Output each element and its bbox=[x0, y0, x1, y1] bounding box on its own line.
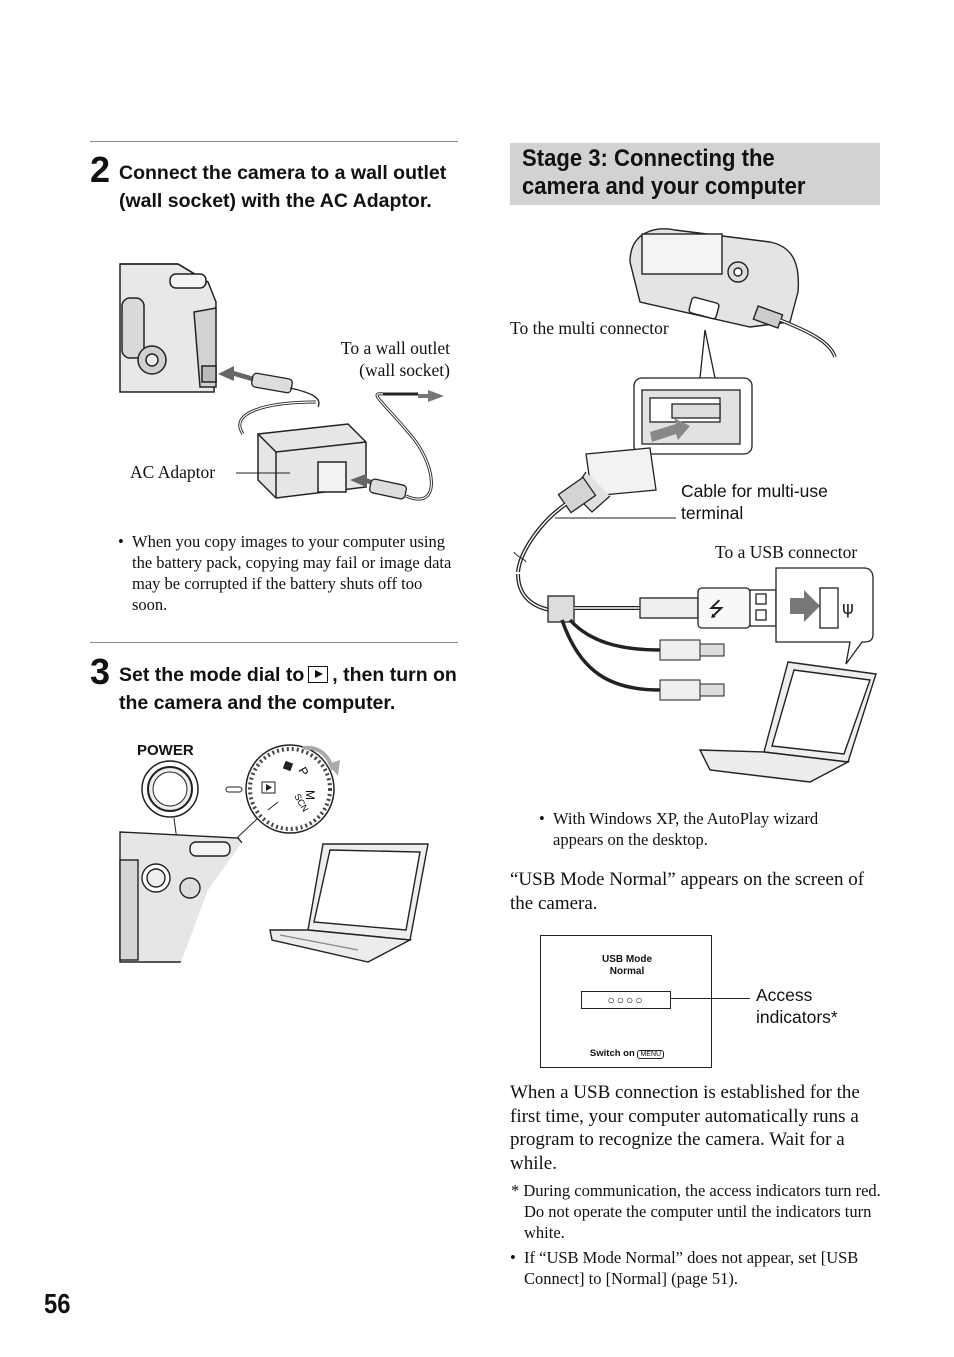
step3-instruction: Set the mode dial to, then turn on the c… bbox=[119, 664, 457, 714]
playback-icon bbox=[308, 666, 329, 683]
camera-back-view bbox=[629, 228, 800, 329]
multi-connector-label: To the multi connector bbox=[510, 318, 669, 338]
ac-adaptor-illustration bbox=[119, 263, 444, 501]
mode-dial-icon: P M SCN bbox=[245, 744, 335, 834]
access-indicators-label: Access indicators* bbox=[756, 985, 838, 1027]
ac-adaptor-label: AC Adaptor bbox=[130, 462, 216, 482]
dc-plug bbox=[251, 372, 320, 408]
usb-port bbox=[819, 587, 839, 629]
multi-connector-port bbox=[641, 389, 741, 445]
laptop-icon bbox=[269, 843, 429, 963]
step3-divider bbox=[90, 642, 458, 643]
footnote: * During communication, the access indic… bbox=[511, 1181, 881, 1242]
arrow-right-icon bbox=[418, 390, 444, 402]
windows-xp-note: •With Windows XP, the AutoPlay wizard ap… bbox=[539, 809, 819, 849]
usb-icon: ⭍ bbox=[708, 597, 725, 621]
power-label: POWER bbox=[137, 742, 194, 759]
arrow-left-icon bbox=[218, 366, 258, 383]
usb-mode-text: “USB Mode Normal” appears on the screen … bbox=[510, 869, 865, 914]
stage3-banner bbox=[510, 143, 880, 205]
connection-text: When a USB connection is established for… bbox=[510, 1082, 860, 1174]
step2-number: 2 bbox=[90, 149, 111, 190]
arrow-right-icon bbox=[790, 590, 820, 622]
battery-note: •When you copy images to your computer u… bbox=[118, 532, 452, 614]
step2-instruction: Connect the camera to a wall outlet (wal… bbox=[119, 162, 447, 212]
usb-connector-label: To a USB connector bbox=[715, 542, 858, 562]
wall-outlet-label: To a wall outlet(wall socket) bbox=[340, 338, 450, 380]
camera-side-view bbox=[119, 263, 217, 393]
arrow-up-right-icon bbox=[650, 418, 690, 442]
usb-connect-note: •If “USB Mode Normal” does not appear, s… bbox=[510, 1248, 859, 1288]
ac-adaptor-box bbox=[257, 423, 367, 499]
usb-symbol-icon: ψ bbox=[842, 598, 854, 619]
laptop-icon bbox=[698, 661, 877, 783]
access-indicator-box: ○○○○ bbox=[581, 991, 671, 1009]
menu-key: MENU bbox=[637, 1050, 665, 1059]
multi-connector-plug bbox=[557, 447, 657, 514]
stage3-title: Stage 3: Connecting the camera and your … bbox=[522, 145, 806, 200]
screen-switch: Switch on MENU bbox=[541, 1048, 713, 1059]
dial-label-m: M bbox=[303, 790, 317, 800]
access-leader bbox=[671, 998, 750, 999]
step2-divider bbox=[90, 141, 458, 142]
step3-number: 3 bbox=[90, 651, 111, 692]
mode-dial-illustration: P M SCN bbox=[119, 744, 429, 970]
cable-label: Cable for multi-use terminal bbox=[681, 481, 828, 523]
page-number: 56 bbox=[44, 1288, 71, 1319]
usb-connection-illustration: ⭍ ψ bbox=[513, 228, 877, 783]
